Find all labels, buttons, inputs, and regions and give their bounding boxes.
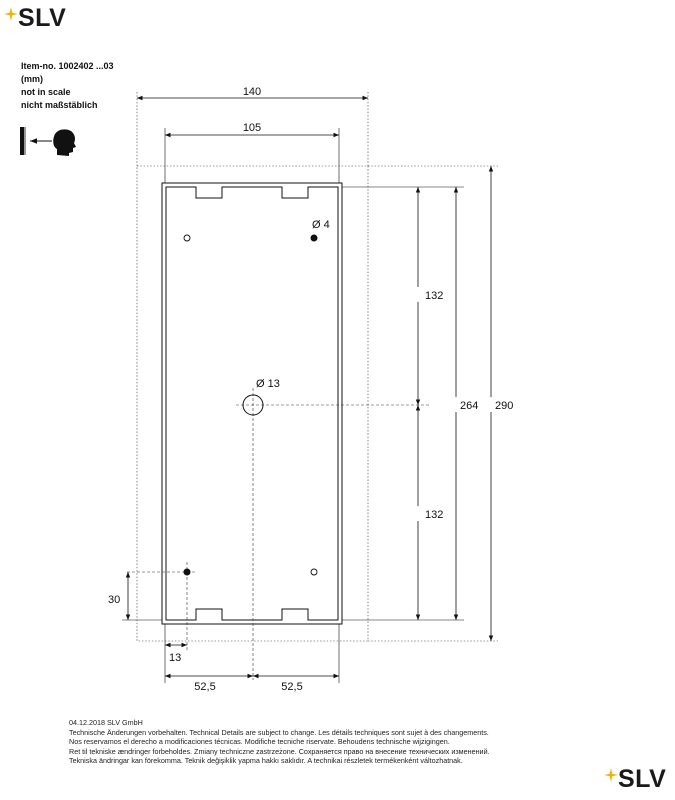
label-outer-height: 290 (495, 400, 513, 412)
label-half-width-left: 52,5 (194, 681, 215, 693)
label-inner-height: 264 (460, 400, 478, 412)
outer-boundary (136, 165, 369, 642)
unit-label: (mm) (21, 74, 43, 84)
plate-inner-outline (165, 186, 339, 621)
mounting-hole-bottom-left (183, 568, 191, 576)
label-hole-offset-x: 13 (169, 652, 181, 664)
label-half-width-right: 52,5 (281, 681, 302, 693)
footer-disclaimer: 04.12.2018 SLV GmbH Technische Änderunge… (69, 718, 490, 766)
label-outer-width: 140 (243, 86, 261, 98)
brand-name: SLV (618, 765, 667, 793)
cable-hole-center (242, 394, 264, 416)
sparkle-icon (604, 768, 618, 782)
label-lower-half: 132 (425, 509, 443, 521)
label-hole-large: Ø 13 (256, 378, 280, 390)
mounting-hole-top-right (310, 234, 318, 242)
scale-note-de: nicht maßstäblich (21, 100, 98, 110)
label-upper-half: 132 (425, 290, 443, 302)
label-hole-small: Ø 4 (312, 219, 330, 231)
slv-logo: SLV (4, 6, 66, 31)
footer-line: Technische Änderungen vorbehalten. Techn… (69, 727, 489, 737)
footer-line: Nos reservamos el derecho a modificacion… (69, 737, 450, 747)
brand-name: SLV (18, 4, 67, 32)
mounting-hole-top-left (183, 234, 191, 242)
item-info: Item-no. 1002402 ...03 (mm) not in scale… (21, 60, 114, 112)
footer-line: Ret til tekniske ændringer forbeholdes. … (69, 746, 490, 756)
footer-date-company: 04.12.2018 SLV GmbH (69, 718, 143, 727)
head-profile-icon (53, 129, 76, 156)
scale-note-en: not in scale (21, 87, 71, 97)
footer-line: Tekniska ändringar kan förekomma. Teknik… (69, 756, 463, 766)
slv-logo-footer: SLV (604, 767, 666, 792)
label-inner-width: 105 (243, 122, 261, 134)
wall-mount-icon (20, 127, 26, 155)
item-number: Item-no. 1002402 ...03 (21, 61, 114, 71)
label-hole-offset-y: 30 (108, 594, 120, 606)
sparkle-icon (4, 7, 18, 21)
plate-outline (161, 182, 343, 625)
mounting-hole-bottom-right (310, 568, 318, 576)
